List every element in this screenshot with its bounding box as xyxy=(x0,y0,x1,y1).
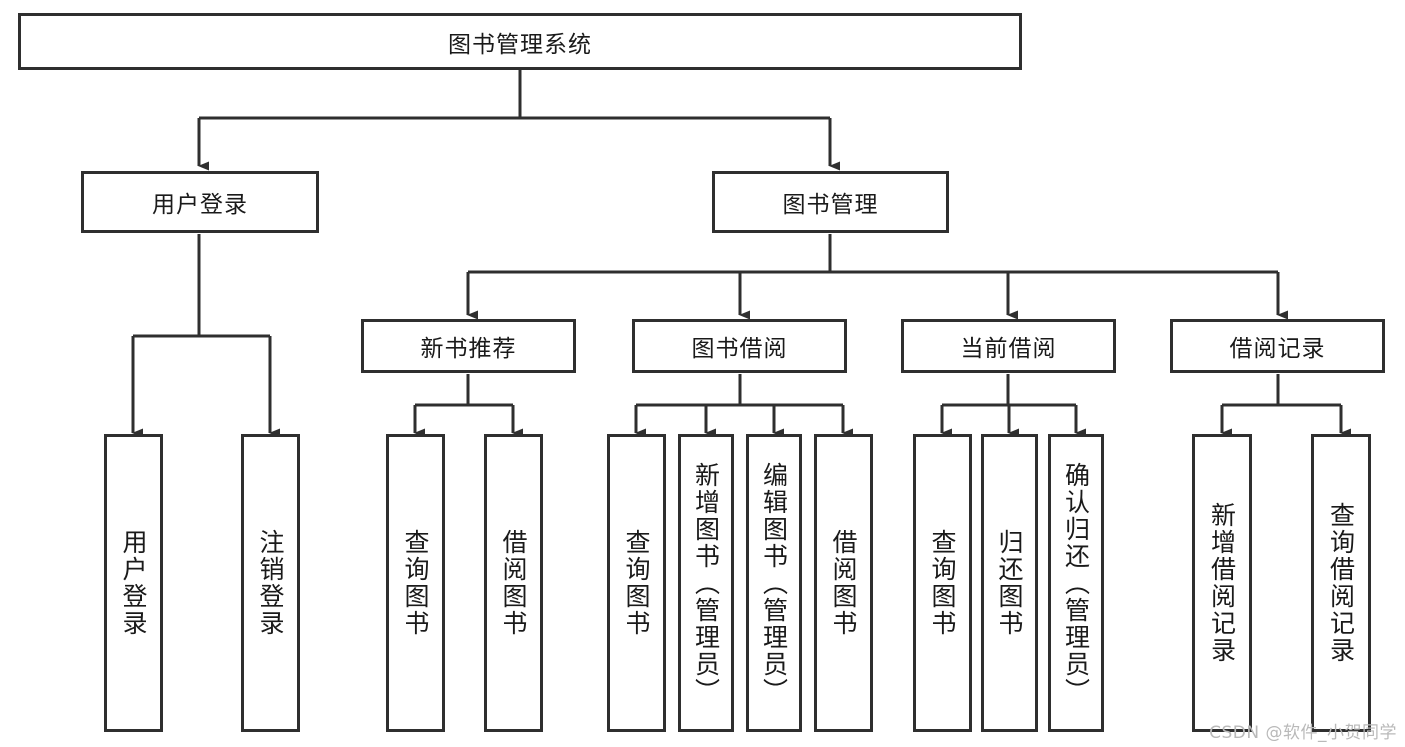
node-new-book-recommend[interactable]: 新书推荐 xyxy=(361,319,576,373)
leaf-confirm-return-admin[interactable]: 确认归还（管理员） xyxy=(1048,434,1104,732)
leaf-label: 查询图书 xyxy=(928,529,957,637)
leaf-label: 归还图书 xyxy=(995,529,1024,637)
leaf-label: 借阅图书 xyxy=(499,529,528,637)
node-current-borrow[interactable]: 当前借阅 xyxy=(901,319,1116,373)
leaf-label: 新增借阅记录 xyxy=(1207,502,1237,664)
leaf-label: 查询借阅记录 xyxy=(1326,502,1356,664)
leaf-query-book-borrow[interactable]: 查询图书 xyxy=(607,434,666,732)
leaf-edit-book-admin[interactable]: 编辑图书（管理员） xyxy=(746,434,802,732)
node-borrow-record[interactable]: 借阅记录 xyxy=(1170,319,1385,373)
leaf-borrow-book[interactable]: 借阅图书 xyxy=(814,434,873,732)
leaf-label: 查询图书 xyxy=(622,529,651,637)
leaf-return-book[interactable]: 归还图书 xyxy=(981,434,1038,732)
leaf-query-borrow-record[interactable]: 查询借阅记录 xyxy=(1311,434,1371,732)
leaf-query-book-recommend[interactable]: 查询图书 xyxy=(386,434,445,732)
leaf-label: 用户登录 xyxy=(119,529,148,637)
node-root-system[interactable]: 图书管理系统 xyxy=(18,13,1022,70)
leaf-user-login[interactable]: 用户登录 xyxy=(104,434,163,732)
leaf-label: 编辑图书（管理员） xyxy=(759,461,789,705)
leaf-label: 确认归还（管理员） xyxy=(1061,461,1091,705)
leaf-label: 注销登录 xyxy=(256,529,285,637)
leaf-borrow-book-recommend[interactable]: 借阅图书 xyxy=(484,434,543,732)
leaf-add-book-admin[interactable]: 新增图书（管理员） xyxy=(678,434,734,732)
node-user-login[interactable]: 用户登录 xyxy=(81,171,319,233)
leaf-label: 借阅图书 xyxy=(829,529,858,637)
node-book-manage[interactable]: 图书管理 xyxy=(712,171,949,233)
leaf-add-borrow-record[interactable]: 新增借阅记录 xyxy=(1192,434,1252,732)
leaf-query-book-current[interactable]: 查询图书 xyxy=(913,434,972,732)
leaf-label: 查询图书 xyxy=(401,529,430,637)
node-book-borrow[interactable]: 图书借阅 xyxy=(632,319,847,373)
leaf-label: 新增图书（管理员） xyxy=(691,461,721,705)
leaf-logout[interactable]: 注销登录 xyxy=(241,434,300,732)
